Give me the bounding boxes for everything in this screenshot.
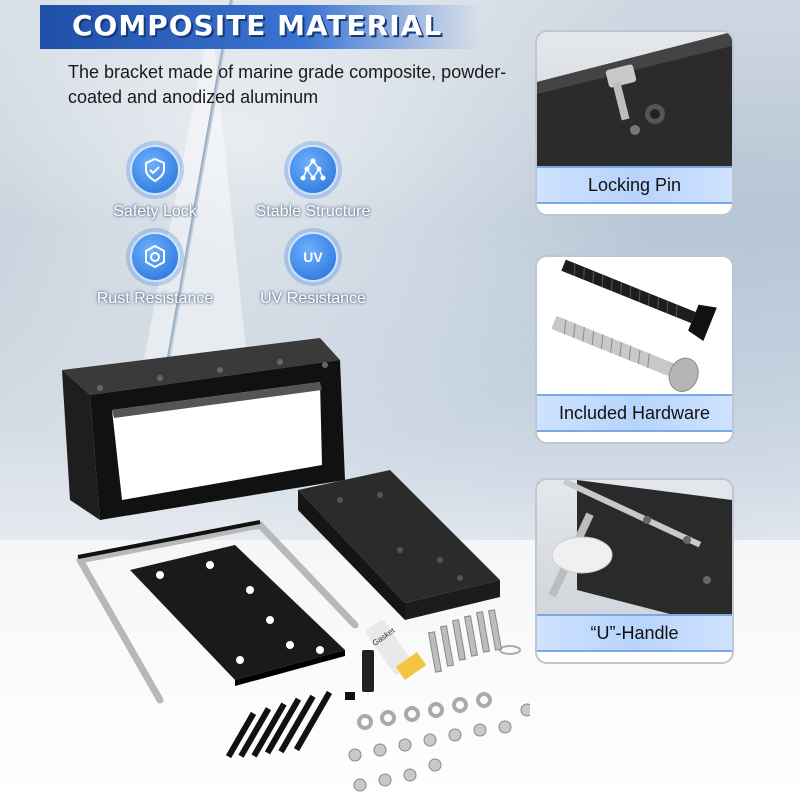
feature-uv-resistance: UV UV Resistance: [238, 232, 388, 308]
locking-pin: [362, 645, 521, 692]
feature-label: Rust Resistance: [96, 290, 214, 307]
mounting-frame: [62, 338, 345, 520]
flat-plate: [130, 545, 345, 686]
locking-pin-photo: [537, 32, 732, 182]
uv-icon: UV: [288, 232, 338, 282]
bracket-parts-illustration: Gasket: [62, 338, 530, 792]
u-handle-photo: [537, 480, 732, 630]
card-caption: Included Hardware: [537, 394, 732, 432]
card-caption: “U”-Handle: [537, 614, 732, 652]
feature-rust-resistance: Rust Resistance: [80, 232, 230, 308]
u-handle: [76, 520, 359, 704]
card-caption: Locking Pin: [537, 166, 732, 204]
back-plate: [298, 470, 500, 620]
structure-icon: [288, 145, 338, 195]
screws-photo: [537, 257, 732, 407]
feature-label: UV Resistance: [260, 290, 366, 307]
card-u-handle: “U”-Handle: [535, 478, 734, 664]
nuts: [348, 703, 530, 792]
card-locking-pin: Locking Pin: [535, 30, 734, 216]
page-title: COMPOSITE MATERIAL: [72, 9, 443, 42]
gear-shield-icon: [130, 232, 180, 282]
feature-safety-lock: Safety Lock: [80, 145, 230, 221]
silver-bolts: [427, 609, 503, 673]
uv-icon-text: UV: [303, 249, 323, 265]
black-bolts: [225, 690, 355, 759]
card-included-hardware: Included Hardware: [535, 255, 734, 444]
title-banner: [40, 5, 480, 49]
feature-stable-structure: Stable Structure: [238, 145, 388, 221]
shield-lock-icon: [130, 145, 180, 195]
feature-label: Stable Structure: [255, 203, 371, 220]
feature-label: Safety Lock: [113, 203, 197, 220]
washers: [357, 692, 492, 730]
gasket-tube: Gasket: [366, 620, 427, 681]
page-subtitle: The bracket made of marine grade composi…: [68, 62, 507, 107]
